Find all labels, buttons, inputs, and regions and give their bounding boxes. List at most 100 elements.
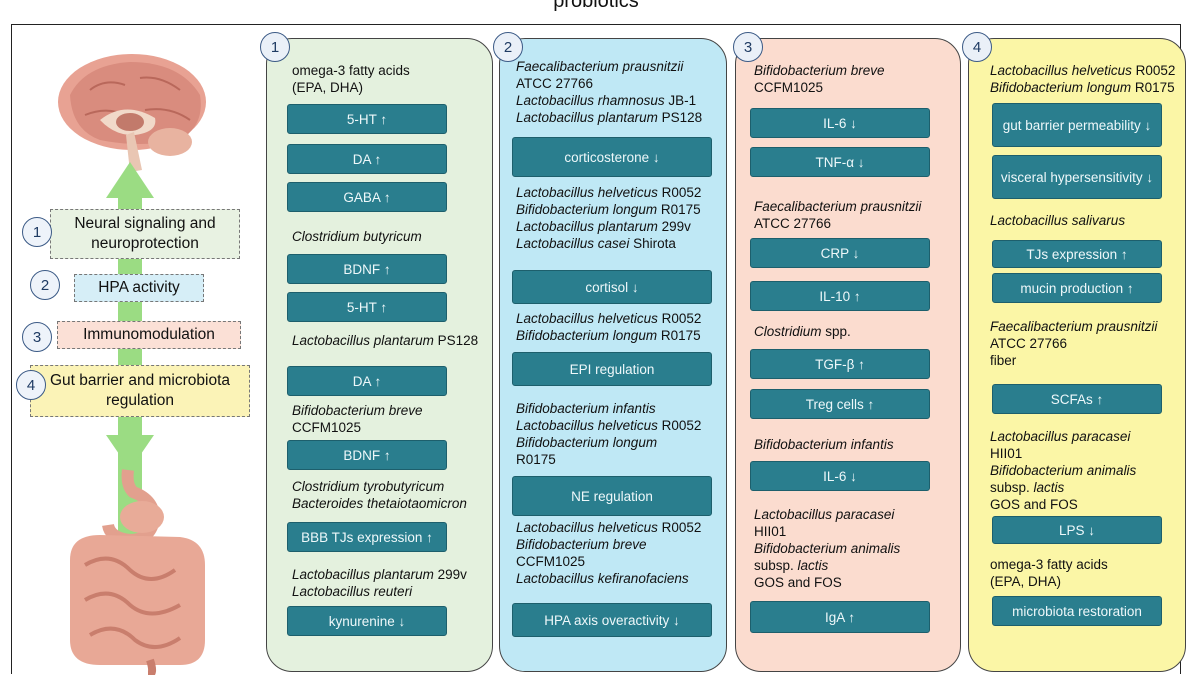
- source-line: Bifidobacterium animalis: [990, 463, 1137, 478]
- label-num-4: 4: [16, 370, 46, 400]
- source-line: Faecalibacterium prausnitzii: [516, 59, 684, 74]
- effect-box-gaba: GABA ↑: [287, 182, 447, 212]
- source-line: CCFM1025: [754, 80, 824, 95]
- panel-number-4: 4: [962, 32, 992, 62]
- panel-1-source-text: omega-3 fatty acids(EPA, DHA): [292, 62, 410, 96]
- effect-box-scfas: SCFAs ↑: [992, 384, 1162, 414]
- source-line: Lactobacillus plantarum 299v: [292, 567, 467, 582]
- source-line: Bifidobacterium animalis: [754, 541, 901, 556]
- effect-box-bdnf: BDNF ↑: [287, 440, 447, 470]
- effect-box-da: DA ↑: [287, 366, 447, 396]
- source-line: Clostridium butyricum: [292, 229, 422, 244]
- effect-box-corticosterone: corticosterone ↓: [512, 137, 712, 177]
- source-line: Lactobacillus salivarus: [990, 213, 1126, 228]
- source-line: HII01: [990, 446, 1023, 461]
- source-line: Bifidobacterium longum R0175: [516, 202, 701, 217]
- panel-number-1: 1: [260, 32, 290, 62]
- arrow-head-down: [106, 435, 154, 470]
- effect-box-tjs-expression: TJs expression ↑: [992, 240, 1162, 268]
- effect-box-5-ht: 5-HT ↑: [287, 104, 447, 134]
- panel-4-source-text: Lactobacillus salivarus: [990, 212, 1125, 229]
- panel-1-source-text: Clostridium butyricum: [292, 228, 422, 245]
- effect-box-kynurenine: kynurenine ↓: [287, 606, 447, 636]
- source-line: Bifidobacterium longum R0175: [516, 328, 701, 343]
- source-line: Lactobacillus rhamnosus JB-1: [516, 93, 697, 108]
- source-line: Lactobacillus paracasei: [990, 429, 1131, 444]
- source-line: omega-3 fatty acids: [292, 63, 410, 78]
- effect-box-hpa-axis-overactivity: HPA axis overactivity ↓: [512, 603, 712, 637]
- panel-3-source-text: Clostridium spp.: [754, 323, 851, 340]
- source-line: Bifidobacterium breve: [754, 63, 885, 78]
- source-line: ATCC 27766: [754, 216, 832, 231]
- effect-box-lps: LPS ↓: [992, 516, 1162, 544]
- label-text: Neural signaling and neuroprotection: [74, 215, 216, 252]
- effect-box-visceral-hypersensitivity: visceral hypersensitivity ↓: [992, 155, 1162, 199]
- source-line: GOS and FOS: [754, 575, 842, 590]
- source-line: (EPA, DHA): [990, 574, 1062, 589]
- source-line: Lactobacillus kefiranofaciens: [516, 571, 689, 586]
- label-num-2: 2: [30, 270, 60, 300]
- source-line: Lactobacillus helveticus R0052: [990, 63, 1176, 78]
- effect-box-cortisol: cortisol ↓: [512, 270, 712, 304]
- effect-box-il-10: IL-10 ↑: [750, 281, 930, 311]
- effect-box-microbiota-restoration: microbiota restoration: [992, 596, 1162, 626]
- panel-3-source-text: Bifidobacterium infantis: [754, 436, 894, 453]
- source-line: Lactobacillus helveticus R0052: [516, 418, 702, 433]
- effect-box-5-ht: 5-HT ↑: [287, 292, 447, 322]
- source-line: Lactobacillus helveticus R0052: [516, 520, 702, 535]
- source-line: Lactobacillus casei Shirota: [516, 236, 676, 251]
- source-line: Bifidobacterium longum: [516, 435, 658, 450]
- panel-number-2: 2: [493, 32, 523, 62]
- brain-icon: [58, 54, 206, 172]
- source-line: Bifidobacterium breve: [292, 403, 423, 418]
- source-line: omega-3 fatty acids: [990, 557, 1108, 572]
- source-line: Clostridium spp.: [754, 324, 851, 339]
- effect-box-treg-cells: Treg cells ↑: [750, 389, 930, 419]
- source-line: Clostridium tyrobutyricum: [292, 479, 445, 494]
- source-line: R0175: [516, 452, 556, 467]
- source-line: subsp. lactis: [754, 558, 829, 573]
- effect-box-il-6: IL-6 ↓: [750, 108, 930, 138]
- panel-4-source-text: omega-3 fatty acids (EPA, DHA): [990, 556, 1108, 590]
- header-title: probiotics: [553, 0, 639, 12]
- effect-box-iga: IgA ↑: [750, 601, 930, 633]
- source-line: Lactobacillus reuteri: [292, 584, 413, 599]
- effect-box-tgf: TGF-β ↑: [750, 349, 930, 379]
- source-line: Lactobacillus helveticus R0052: [516, 311, 702, 326]
- arrow-head-up: [106, 162, 154, 198]
- panel-number-3: 3: [733, 32, 763, 62]
- label-num-3: 3: [22, 322, 52, 352]
- source-line: Lactobacillus paracasei: [754, 507, 895, 522]
- label-text: Gut barrier and microbiota regulation: [49, 372, 231, 409]
- effect-box-bdnf: BDNF ↑: [287, 254, 447, 284]
- source-line: ATCC 27766: [990, 336, 1068, 351]
- source-line: Bifidobacterium longum R0175: [990, 80, 1175, 95]
- panel-1-source-text: Lactobacillus plantarum PS128: [292, 332, 478, 349]
- source-line: Faecalibacterium prausnitzii: [754, 199, 922, 214]
- effect-box-il-6: IL-6 ↓: [750, 461, 930, 491]
- source-line: GOS and FOS: [990, 497, 1078, 512]
- source-line: HII01: [754, 524, 787, 539]
- effect-box-crp: CRP ↓: [750, 238, 930, 268]
- effect-box-da: DA ↑: [287, 144, 447, 174]
- source-line: Lactobacillus helveticus R0052: [516, 185, 702, 200]
- label-hpa-activity: HPA activity: [74, 274, 204, 302]
- source-line: ATCC 27766: [516, 76, 594, 91]
- label-text: Immunomodulation: [83, 326, 215, 343]
- label-gut-barrier: Gut barrier and microbiota regulation: [30, 365, 250, 417]
- label-neural-signaling: Neural signaling and neuroprotection: [50, 209, 240, 259]
- source-line: CCFM1025: [292, 420, 362, 435]
- effect-box-epi-regulation: EPI regulation: [512, 352, 712, 386]
- source-line: subsp. lactis: [990, 480, 1065, 495]
- label-immunomodulation: Immunomodulation: [57, 321, 241, 349]
